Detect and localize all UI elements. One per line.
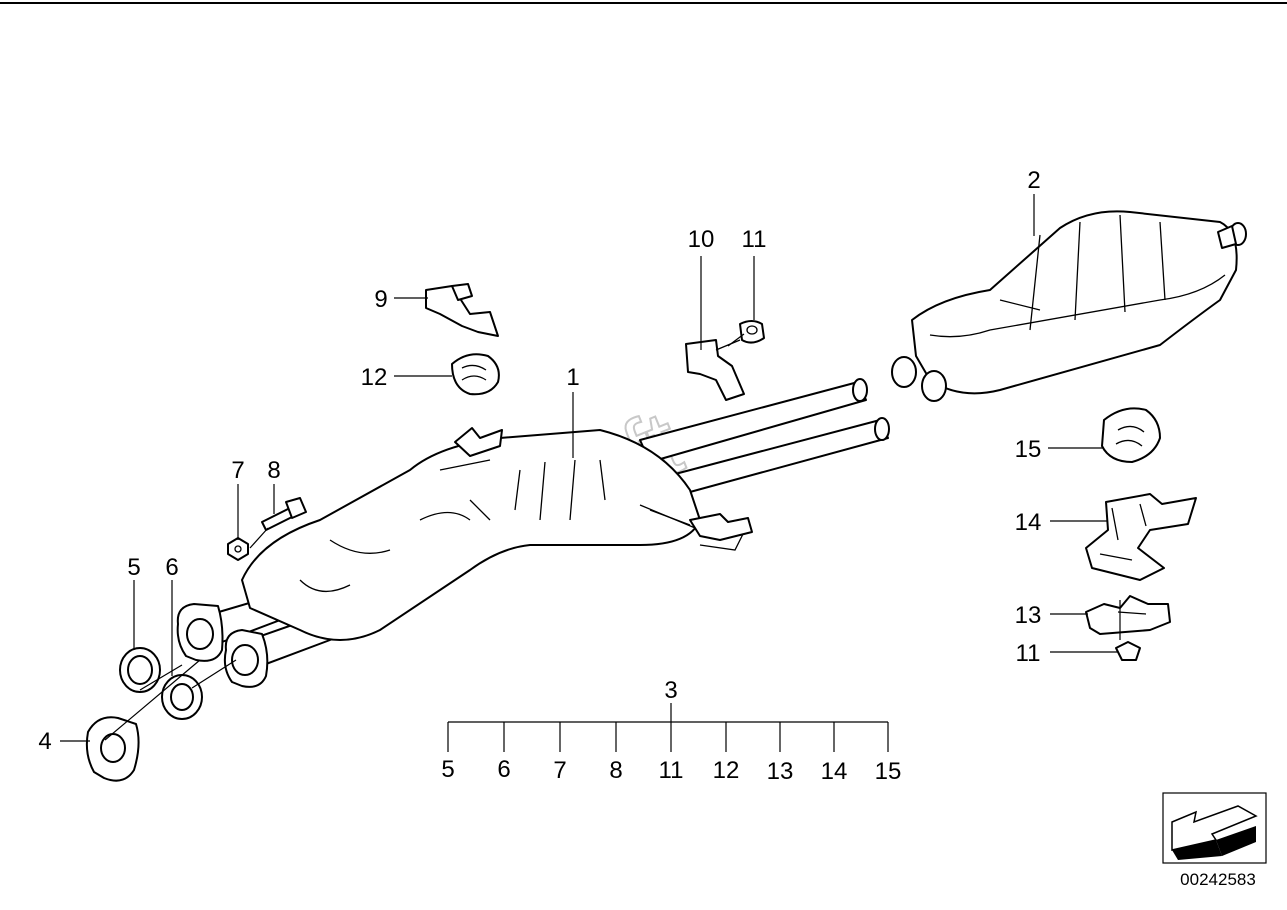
callout-8: 8: [267, 457, 280, 484]
callout-labels: 1 2 3 4 5 6 7 8 9 10 11 12 15 14 13 11 5…: [38, 167, 1041, 785]
callout-7: 7: [231, 457, 244, 484]
bracket-part-13[interactable]: [1085, 595, 1171, 635]
gasket-ring-part-6[interactable]: [161, 674, 203, 720]
set-item-15: 15: [875, 758, 902, 785]
set-item-5: 5: [441, 756, 454, 783]
callout-11-bottom: 11: [1016, 640, 1041, 667]
set-item-11: 11: [659, 757, 684, 784]
callout-10: 10: [688, 226, 715, 253]
set-item-12: 12: [713, 757, 740, 784]
callout-3: 3: [664, 677, 677, 704]
callout-9: 9: [374, 286, 387, 313]
callout-5: 5: [127, 554, 140, 581]
bracket-part-9[interactable]: [425, 283, 499, 337]
center-muffler-part-1[interactable]: [176, 378, 890, 688]
bolt-part-8[interactable]: [261, 497, 307, 531]
nut-part-7[interactable]: [227, 537, 249, 561]
nut-part-11-lower[interactable]: [1115, 641, 1141, 661]
callout-11-top: 11: [742, 226, 767, 253]
callout-2: 2: [1027, 167, 1040, 194]
set-item-6: 6: [497, 756, 510, 783]
callout-6: 6: [165, 554, 178, 581]
direction-arrow-icon: [1162, 792, 1267, 864]
rear-muffler-part-2[interactable]: [891, 210, 1247, 402]
set-item-13: 13: [767, 758, 794, 785]
callout-1: 1: [566, 364, 579, 391]
set-item-7: 7: [553, 757, 566, 784]
sealing-ring-part-5[interactable]: [119, 647, 161, 693]
callout-15: 15: [1015, 436, 1042, 463]
set-item-8: 8: [609, 757, 622, 784]
diagram-id: 00242583: [1180, 870, 1256, 889]
flange-plate-part-4[interactable]: [85, 716, 140, 782]
callout-4: 4: [38, 728, 51, 755]
callout-13: 13: [1015, 602, 1042, 629]
callout-14: 14: [1015, 509, 1042, 536]
leader-lines: [60, 194, 1121, 742]
callout-12: 12: [361, 364, 388, 391]
clamp-part-10[interactable]: [685, 339, 745, 401]
rubber-mount-part-12[interactable]: [451, 353, 500, 396]
hanger-bracket-part-14[interactable]: [1085, 493, 1197, 581]
rubber-mount-part-15[interactable]: [1101, 407, 1161, 463]
set-bracket-part-3: [447, 703, 889, 752]
nut-part-11[interactable]: [739, 320, 765, 344]
set-item-14: 14: [821, 758, 848, 785]
